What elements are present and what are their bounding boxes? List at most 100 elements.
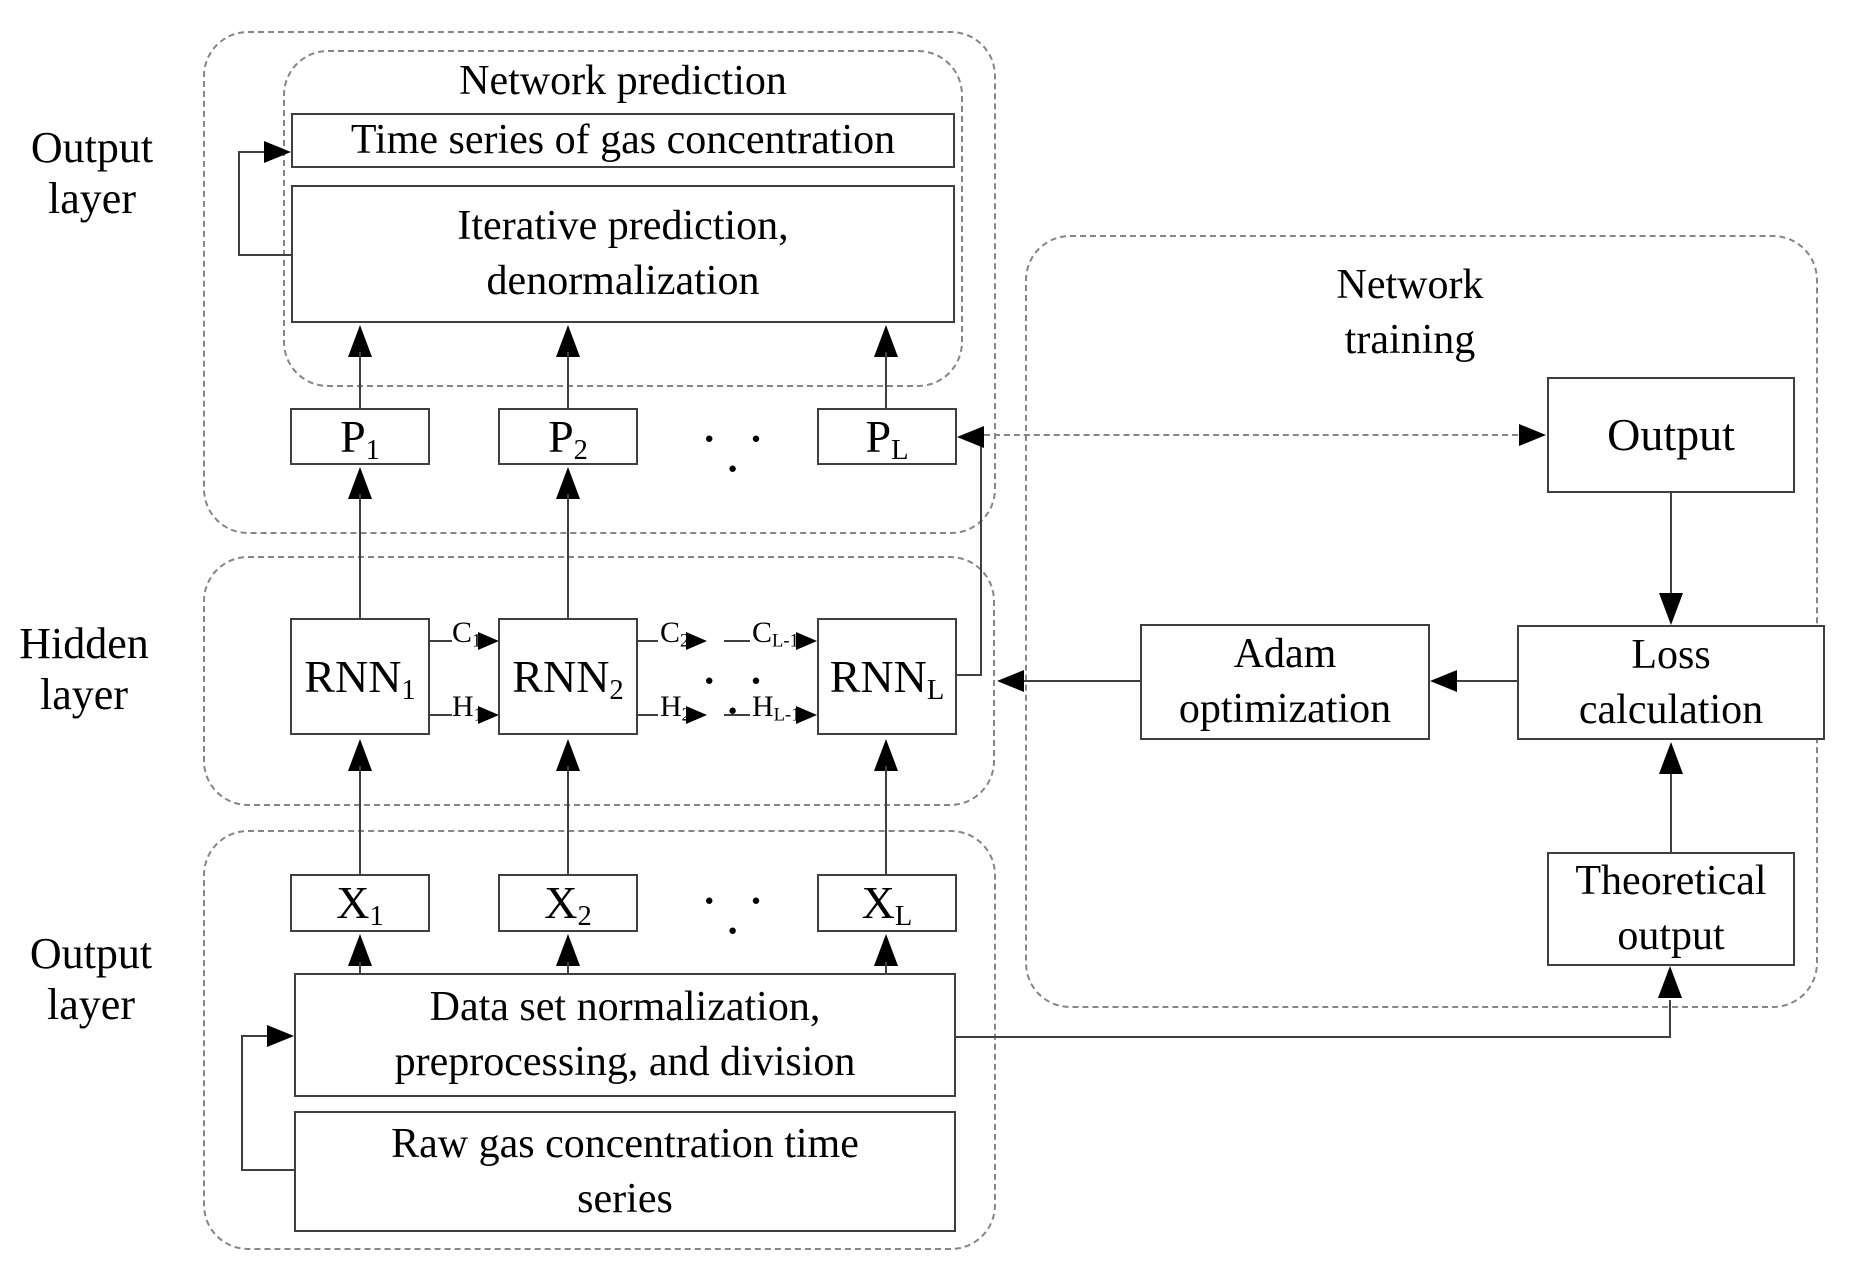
cL1-lead-line <box>724 640 750 642</box>
edge-label-c1-base: C <box>452 616 473 649</box>
loss-calculation-line2: calculation <box>1578 686 1764 733</box>
dataset-normalization-line2: preprocessing, and division <box>394 1039 856 1085</box>
x2-to-rnn2-arrowhead <box>556 739 580 771</box>
node-rnn2-base: RNN <box>512 650 610 702</box>
raw-series-line2: series <box>577 1175 673 1222</box>
node-rnnL-base: RNN <box>829 650 927 702</box>
node-p2-sub: 2 <box>573 434 588 466</box>
label-output-layer-top-line1: Output <box>30 123 154 172</box>
label-hidden-layer: Hidden layer <box>4 618 164 720</box>
node-rnn1-label: RNN1 <box>304 647 415 707</box>
node-x1-base: X <box>336 877 370 929</box>
label-output-layer-bottom: Output layer <box>11 928 171 1030</box>
pL-to-iterative-arrowhead <box>874 325 898 357</box>
label-output-layer-top-line2: layer <box>48 174 136 224</box>
network-training-title-line2: training <box>1344 316 1476 363</box>
node-x2-sub: 2 <box>577 901 592 933</box>
dots-x-row: ● ● ● <box>704 893 778 939</box>
label-output-layer-bottom-line2: layer <box>47 980 135 1030</box>
iterative-prediction-line2: denormalization <box>486 258 760 304</box>
edge-label-cL1-sub: L-1 <box>772 630 799 652</box>
p1-to-iterative-line <box>359 352 361 408</box>
cL1-arrowhead <box>796 632 817 650</box>
iterative-to-timeseries-hline-top <box>238 151 266 153</box>
adam-optimization-box: Adam optimization <box>1140 624 1430 740</box>
dataset-to-x2-line <box>567 962 569 973</box>
output-to-loss-line <box>1670 493 1672 598</box>
node-rnn1: RNN1 <box>290 618 430 735</box>
h2-arrowhead <box>686 706 707 724</box>
dataset-to-theoretical-vline <box>1669 1000 1671 1038</box>
node-pL-sub: L <box>891 434 909 466</box>
network-training-title-line1: Network <box>1336 262 1484 308</box>
pL-output-dashed-line <box>984 434 1518 436</box>
iterative-prediction-line1: Iterative prediction, <box>457 203 789 250</box>
raw-series-box: Raw gas concentration time series <box>294 1111 956 1232</box>
loss-calculation-line1: Loss <box>1631 631 1711 678</box>
c2-arrowhead <box>686 632 707 650</box>
edge-label-c1: C1 <box>452 616 481 651</box>
node-x1-label: X1 <box>336 873 384 933</box>
theoretical-output-line1: Theoretical <box>1575 858 1767 905</box>
label-hidden-layer-line2: layer <box>40 670 128 720</box>
time-series-text: Time series of gas concentration <box>350 117 896 164</box>
x2-to-rnn2-line <box>567 766 569 874</box>
node-x2-base: X <box>544 877 578 929</box>
rnn2-h2-line <box>638 714 658 716</box>
p1-to-iterative-arrowhead <box>348 325 372 357</box>
node-rnn2: RNN2 <box>498 618 638 735</box>
node-rnn1-base: RNN <box>304 650 402 702</box>
node-xL-base: X <box>861 877 895 929</box>
raw-to-dataset-vline <box>241 1037 243 1171</box>
network-training-group-box <box>1025 235 1818 1008</box>
dataset-normalization-box: Data set normalization, preprocessing, a… <box>294 973 956 1097</box>
edge-label-c2-base: C <box>660 616 681 649</box>
time-series-box: Time series of gas concentration <box>291 113 955 168</box>
node-p1: P1 <box>290 408 430 465</box>
edge-label-cL1: CL-1 <box>752 618 799 651</box>
node-x1-sub: 1 <box>369 901 384 933</box>
rnn1-c1-line <box>430 640 452 642</box>
edge-label-c2: C2 <box>660 616 689 651</box>
output-layer-bottom-group-box <box>203 830 996 1250</box>
loss-calculation-box: Loss calculation <box>1517 625 1825 740</box>
edge-label-hL1: HL-1 <box>752 692 801 725</box>
label-output-layer-bottom-line1: Output <box>29 929 153 978</box>
node-p2: P2 <box>498 408 638 465</box>
dataset-to-xL-arrowhead <box>874 934 898 966</box>
network-training-title: Network training <box>1260 258 1560 367</box>
iterative-to-timeseries-arrowhead <box>264 141 291 163</box>
h1-arrowhead <box>478 706 499 724</box>
node-p1-base: P <box>340 410 366 462</box>
node-x2-label: X2 <box>544 873 592 933</box>
node-xL-label: XL <box>862 873 913 933</box>
node-rnn1-sub: 1 <box>401 674 416 706</box>
node-rnn2-label: RNN2 <box>512 647 623 707</box>
label-hidden-layer-line1: Hidden <box>19 619 149 668</box>
p2-to-iterative-arrowhead <box>556 325 580 357</box>
xL-to-rnnL-line <box>885 766 887 874</box>
rnn1-to-p1-line <box>359 494 361 618</box>
node-p2-label: P2 <box>548 407 588 467</box>
hL1-arrowhead <box>796 706 817 724</box>
node-pL: PL <box>817 408 957 465</box>
dataset-to-theoretical-arrowhead <box>1658 966 1682 998</box>
node-pL-label: PL <box>865 407 908 467</box>
theoretical-to-loss-arrowhead <box>1659 742 1683 774</box>
output-box-text: Output <box>1607 409 1735 461</box>
dataset-to-xL-line <box>885 962 887 973</box>
iterative-to-timeseries-vline <box>238 152 240 256</box>
iterative-prediction-box: Iterative prediction, denormalization <box>291 185 955 323</box>
hidden-layer-group-box <box>203 556 995 806</box>
hL1-lead-line <box>724 714 750 716</box>
rnn2-to-p2-arrowhead <box>556 467 580 499</box>
edge-label-h1-base: H <box>452 690 474 723</box>
rnnL-output-vline <box>980 437 982 676</box>
edge-label-hL1-sub: L-1 <box>773 704 801 726</box>
edge-label-c2-sub: 2 <box>680 630 690 652</box>
output-box: Output <box>1547 377 1795 493</box>
c1-arrowhead <box>478 632 499 650</box>
node-p1-sub: 1 <box>365 434 380 466</box>
dataset-to-x1-arrowhead <box>348 934 372 966</box>
